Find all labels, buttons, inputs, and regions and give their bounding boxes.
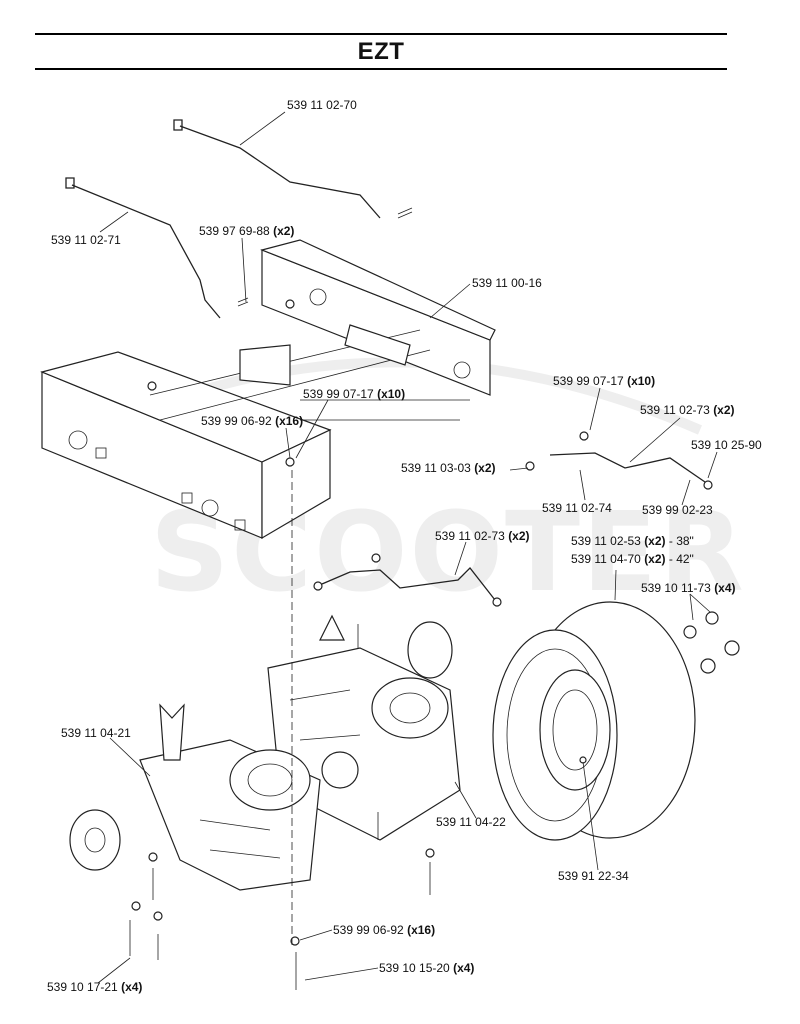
label-539-97-69-88: 539 97 69-88 (x2)	[199, 224, 294, 238]
label-539-99-06-92-a: 539 99 06-92 (x16)	[201, 414, 303, 428]
label-539-11-02-73-b: 539 11 02-73 (x2)	[435, 529, 530, 543]
label-539-10-15-20: 539 10 15-20 (x4)	[379, 961, 474, 975]
label-539-11-04-70: 539 11 04-70 (x2) - 42"	[571, 552, 694, 566]
label-539-91-22-34: 539 91 22-34	[558, 869, 629, 883]
linkage-rod-center	[313, 553, 502, 607]
label-539-99-07-17-a: 539 99 07-17 (x10)	[303, 387, 405, 401]
label-539-10-17-21: 539 10 17-21 (x4)	[47, 980, 142, 994]
label-539-11-04-22: 539 11 04-22	[436, 815, 506, 829]
label-539-10-11-73: 539 10 11-73 (x4)	[641, 581, 736, 595]
label-539-11-00-16: 539 11 00-16	[472, 276, 542, 290]
label-539-11-02-70: 539 11 02-70	[287, 98, 357, 112]
leader-lines	[97, 111, 718, 984]
label-539-99-02-23: 539 99 02-23	[642, 503, 713, 517]
page-header: EZT	[35, 33, 727, 70]
label-539-99-06-92-b: 539 99 06-92 (x16)	[333, 923, 435, 937]
label-539-11-02-73-a: 539 11 02-73 (x2)	[640, 403, 735, 417]
frame-assembly	[40, 239, 496, 540]
label-539-11-02-74: 539 11 02-74	[542, 501, 612, 515]
wheel-tire	[492, 601, 696, 841]
control-rod-left	[65, 177, 249, 319]
label-539-10-25-90: 539 10 25-90	[691, 438, 762, 452]
label-539-11-04-21: 539 11 04-21	[61, 726, 131, 740]
bolts-washers	[129, 299, 435, 990]
page-title: EZT	[357, 38, 405, 65]
label-539-99-07-17-b: 539 99 07-17 (x10)	[553, 374, 655, 388]
linkage-rod-right	[525, 431, 713, 490]
lug-nuts	[683, 611, 740, 674]
label-539-11-03-03: 539 11 03-03 (x2)	[401, 461, 496, 475]
label-539-11-02-71: 539 11 02-71	[51, 233, 121, 247]
transaxle-left	[69, 703, 321, 891]
part-labels: 539 11 02-70 539 11 02-71 539 97 69-88 (…	[47, 98, 762, 994]
label-539-11-02-53: 539 11 02-53 (x2) - 38"	[571, 534, 694, 548]
control-rod-upper	[173, 119, 413, 219]
